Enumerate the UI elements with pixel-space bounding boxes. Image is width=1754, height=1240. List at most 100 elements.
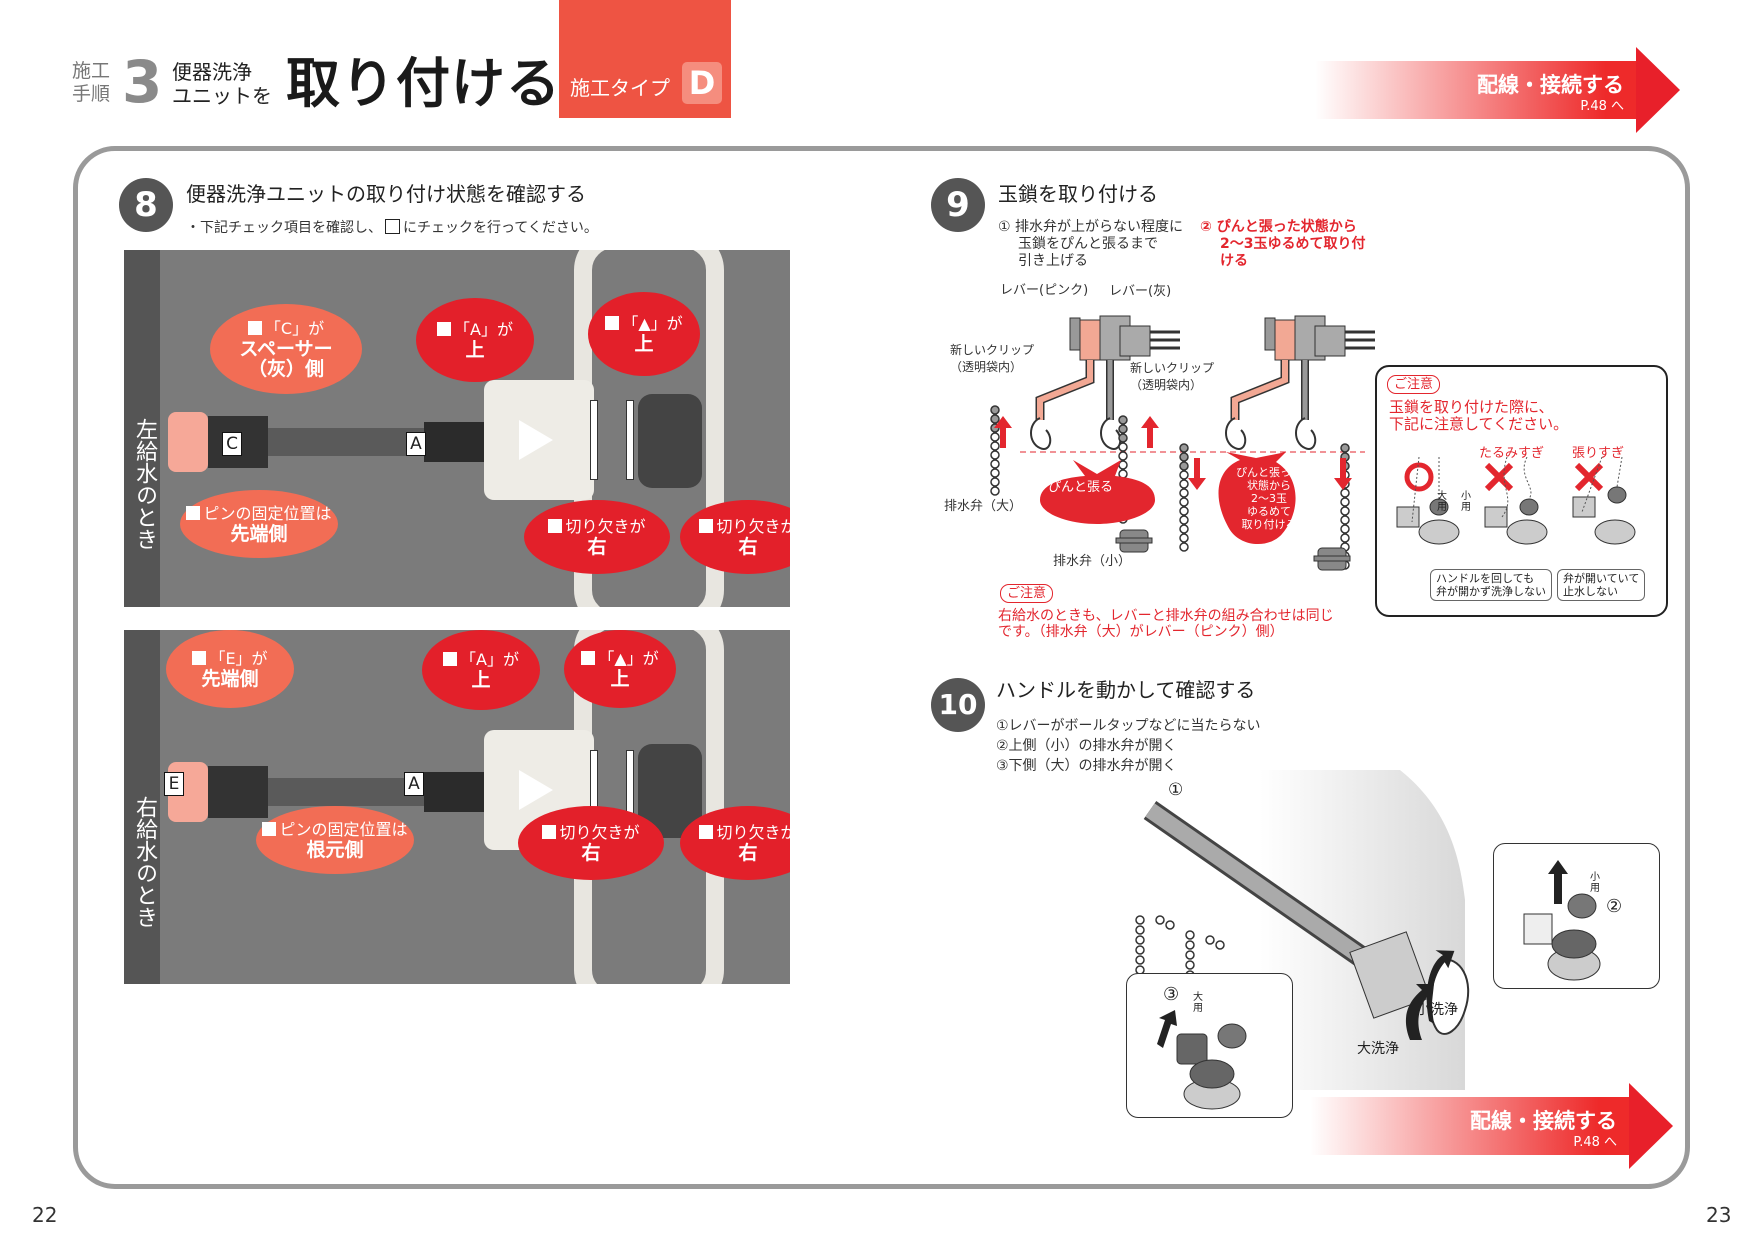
footer-next-step-link[interactable]: 配線・接続する P.48 へ [1310,1083,1673,1169]
ok-mark-icon [1404,462,1434,492]
callout-line: 切り欠きが [680,517,790,537]
checkbox[interactable] [437,322,452,336]
chain-ball [1179,524,1189,534]
check-callout: 「▲」が上 [564,630,676,708]
callout-2: ② [1606,896,1623,917]
joint [424,422,494,462]
check-callout: 「A」が上 [422,630,540,710]
callout-text: ピンの固定位置は [203,504,332,523]
chain-ball [1179,479,1189,489]
callout-line: 「▲」が [588,314,700,334]
chain-ball [990,486,1000,496]
chain-ball [990,477,1000,487]
checkbox[interactable] [542,825,557,839]
chain-ball [1340,497,1350,507]
arrow-up-icon [1141,416,1159,448]
section-title: 玉鎖を取り付ける [998,182,1158,206]
callout-line: ピンの固定位置は [256,820,414,840]
callout-emphasis: 上 [610,668,630,690]
chain-ball [990,405,1000,415]
check-callout: 切り欠きが右 [680,500,790,574]
clip-icons [1030,417,1317,450]
chain-ball [1340,443,1350,453]
next-step-link[interactable]: 配線・接続する P.48 へ [1315,47,1680,133]
callout-emphasis: 先端側 [201,668,259,690]
marker-label: C [222,432,242,456]
valve-weight-small-right [1313,547,1351,571]
page-title: 取り付ける [286,52,561,115]
chain-ball [990,414,1000,424]
next-step-label: 配線・接続する [1470,1109,1617,1133]
chain-ball [990,450,1000,460]
next-step-page: P.48 へ [1580,99,1624,114]
callout-line: 切り欠きが [518,823,664,843]
check-list: ①レバーがボールタップなどに当たらない ②上側（小）の排水弁が開く ③下側（大）… [996,716,1261,776]
chain-ball [1179,506,1189,516]
callout-line: 「▲」が [564,649,676,669]
arrow-small-flush-icon [1426,950,1455,1024]
chain-ball [1179,497,1189,507]
valve-label-small: 小用 [1590,872,1600,894]
inset-large-valve: ③ 大用 [1126,973,1293,1118]
callout-line: 切り欠きが [524,517,670,537]
callout-emphasis: 右 [738,536,758,558]
arrow-up-icon [1157,1010,1177,1048]
label-valve-large: 排水弁（大） [944,499,1023,514]
page-number-right: 23 [1706,1203,1732,1227]
text-line: 2～3玉ゆるめて取り付 [1220,236,1366,252]
chain-ball [990,441,1000,451]
callout-line: 「A」が [422,650,540,670]
instruction-text: にチェックを行ってください。 [403,220,598,236]
step-label: 施工手順 [72,60,110,106]
checkbox[interactable] [186,506,201,520]
arrow-bar [1310,1097,1631,1155]
callout-text: 「▲」が [622,314,683,333]
chain-diagram [990,315,1375,571]
text-line: です。（排水弁（大）がレバー（ピンク）側） [998,624,1284,640]
marker-label: E [164,772,184,796]
label-small-flush: 小洗浄 [1416,1002,1458,1018]
label-lever-pink: レバー(ピンク) [1000,283,1089,298]
checkbox[interactable] [247,321,262,335]
chain-ball [1179,515,1189,525]
section-instruction: ・下記チェック項目を確認し、にチェックを行ってください。 [186,219,598,237]
step-label-line: 手順 [72,83,111,105]
callout-emphasis: 右 [738,842,758,864]
step-label-line: 施工 [72,60,111,82]
callout-emphasis: 根元側 [306,839,364,861]
checkbox[interactable] [699,519,714,533]
callout-emphasis: 上 [634,333,654,355]
callout-text: 切り欠きが [716,823,790,842]
checkbox[interactable] [192,651,207,665]
install-type-letter: D [682,62,722,104]
checkbox[interactable] [548,519,563,533]
check-callout: 切り欠きが右 [518,806,664,880]
callout-line: 「E」が [166,649,294,669]
chain-ball [1179,470,1189,480]
valve-label-large: 大用 [1193,992,1203,1014]
text-line: 状態から [1247,479,1291,492]
next-step-page: P.48 へ [1573,1135,1617,1150]
handle-knob [638,394,702,488]
callout-1: ① [1168,780,1184,800]
chain-ball [1118,433,1128,443]
arrow-down-icon [1188,458,1206,490]
chain-ball [1340,524,1350,534]
page-number-left: 22 [32,1203,58,1227]
chain-ball [990,468,1000,478]
check-callout: 切り欠きが右 [680,806,790,880]
arrow-up-icon [994,416,1012,448]
checkbox[interactable] [581,651,596,665]
marker-label: A [406,432,426,456]
callout-text: 切り欠きが [565,517,646,536]
list-item: ③下側（大）の排水弁が開く [996,758,1177,774]
valve-weight-small-left [1115,529,1153,553]
checkbox[interactable] [443,652,458,666]
text-line: （透明袋内） [950,360,1023,374]
checkbox[interactable] [605,316,620,330]
check-callout: 切り欠きが右 [524,500,670,574]
callout-line: ピンの固定位置は [180,504,338,524]
checkbox[interactable] [262,822,277,836]
checkbox[interactable] [699,825,714,839]
